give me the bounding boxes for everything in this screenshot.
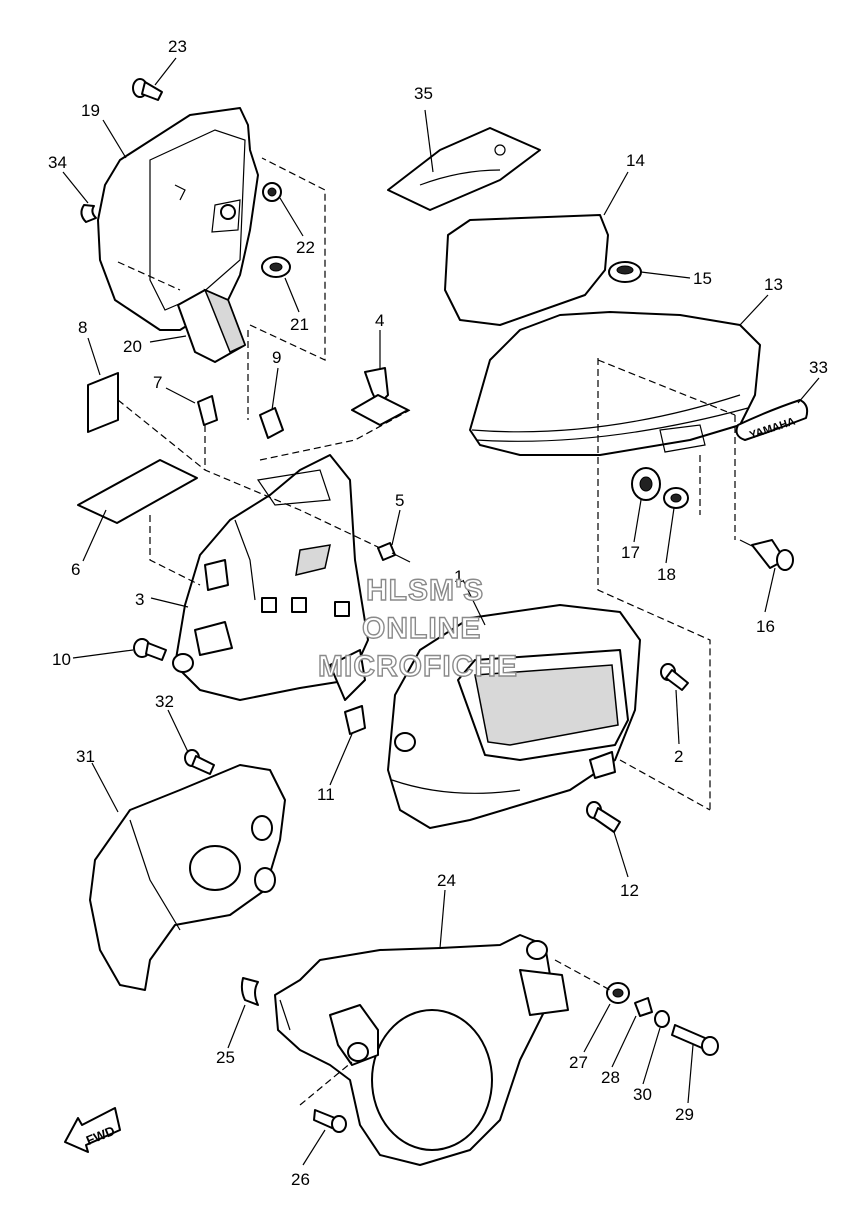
callout-4: 4 xyxy=(375,311,384,330)
part-30-washer xyxy=(654,1010,670,1028)
part-24-intake-duct xyxy=(274,934,569,1166)
part-12-bolt xyxy=(586,801,621,833)
callout-13: 13 xyxy=(764,275,783,294)
callout-9: 9 xyxy=(272,348,281,367)
callout-21: 21 xyxy=(290,315,309,334)
callout-6: 6 xyxy=(71,560,80,579)
callout-34: 34 xyxy=(48,153,67,172)
part-28-spacer xyxy=(634,997,653,1017)
part-32-bolt xyxy=(184,749,215,775)
part-15-grommet xyxy=(608,261,642,283)
callout-19: 19 xyxy=(81,101,100,120)
part-25-clip xyxy=(240,977,259,1006)
part-22-grommet xyxy=(262,182,282,202)
callout-17: 17 xyxy=(621,543,640,562)
callout-12: 12 xyxy=(620,881,639,900)
callout-5: 5 xyxy=(395,491,404,510)
callout-26: 26 xyxy=(291,1170,310,1189)
part-2-bolt xyxy=(660,663,689,691)
part-7-cap xyxy=(197,395,218,426)
part-6-sheet xyxy=(77,459,198,524)
callout-23: 23 xyxy=(168,37,187,56)
callout-8: 8 xyxy=(78,318,87,337)
callout-11: 11 xyxy=(317,785,335,804)
part-35-pad xyxy=(387,127,541,211)
part-18-collar xyxy=(663,487,689,509)
part-26-screw xyxy=(313,1109,347,1133)
part-4-bracket xyxy=(351,367,409,426)
callout-1: 1 xyxy=(454,567,463,586)
callout-14: 14 xyxy=(626,151,645,170)
part-31-cover xyxy=(89,764,286,991)
watermark-line-2: ONLINE xyxy=(362,612,481,645)
callout-31: 31 xyxy=(76,747,95,766)
leader-lines xyxy=(62,57,820,1166)
callout-7: 7 xyxy=(153,373,162,392)
callout-2: 2 xyxy=(674,747,683,766)
callout-27: 27 xyxy=(569,1053,588,1072)
callout-28: 28 xyxy=(601,1068,620,1087)
callout-15: 15 xyxy=(693,269,712,288)
part-19-cover xyxy=(97,107,259,331)
part-16-screw xyxy=(739,539,794,571)
part-5-pin xyxy=(377,542,411,563)
callout-10: 10 xyxy=(52,650,71,669)
part-8-pad xyxy=(87,372,119,433)
callout-25: 25 xyxy=(216,1048,235,1067)
callout-24: 24 xyxy=(437,871,456,890)
part-27-collar xyxy=(606,982,630,1004)
part-21-grommet xyxy=(261,256,291,278)
part-10-bolt xyxy=(133,638,167,661)
callout-3: 3 xyxy=(135,590,144,609)
part-1-air-box xyxy=(387,604,641,829)
part-29-bolt xyxy=(671,1024,719,1056)
part-17-grommet xyxy=(631,467,661,501)
fwd-arrow-icon: FWD xyxy=(64,1107,121,1153)
callout-35: 35 xyxy=(414,84,433,103)
part-3-battery-box xyxy=(172,454,369,701)
watermark-line-1: HLSM'S xyxy=(366,574,484,607)
callout-20: 20 xyxy=(123,337,142,356)
part-11-nut xyxy=(344,705,366,735)
part-34-clip xyxy=(80,204,97,223)
callout-29: 29 xyxy=(675,1105,694,1124)
part-23-bolt xyxy=(132,78,163,101)
watermark: HLSM'S ONLINE MICROFICHE xyxy=(317,573,518,683)
part-13-side-cover xyxy=(469,311,761,456)
callout-32: 32 xyxy=(155,692,174,711)
callout-labels: 23 19 34 22 21 20 8 7 9 4 5 6 3 10 11 1 … xyxy=(48,37,828,1189)
callout-16: 16 xyxy=(756,617,775,636)
callout-22: 22 xyxy=(296,238,315,257)
part-14-panel xyxy=(444,214,609,326)
callout-30: 30 xyxy=(633,1085,652,1104)
callout-18: 18 xyxy=(657,565,676,584)
callout-33: 33 xyxy=(809,358,828,377)
part-9-nut xyxy=(259,407,284,439)
assembly-lines xyxy=(117,157,736,1106)
part-20-block xyxy=(177,288,246,363)
watermark-line-3: MICROFICHE xyxy=(318,650,518,683)
